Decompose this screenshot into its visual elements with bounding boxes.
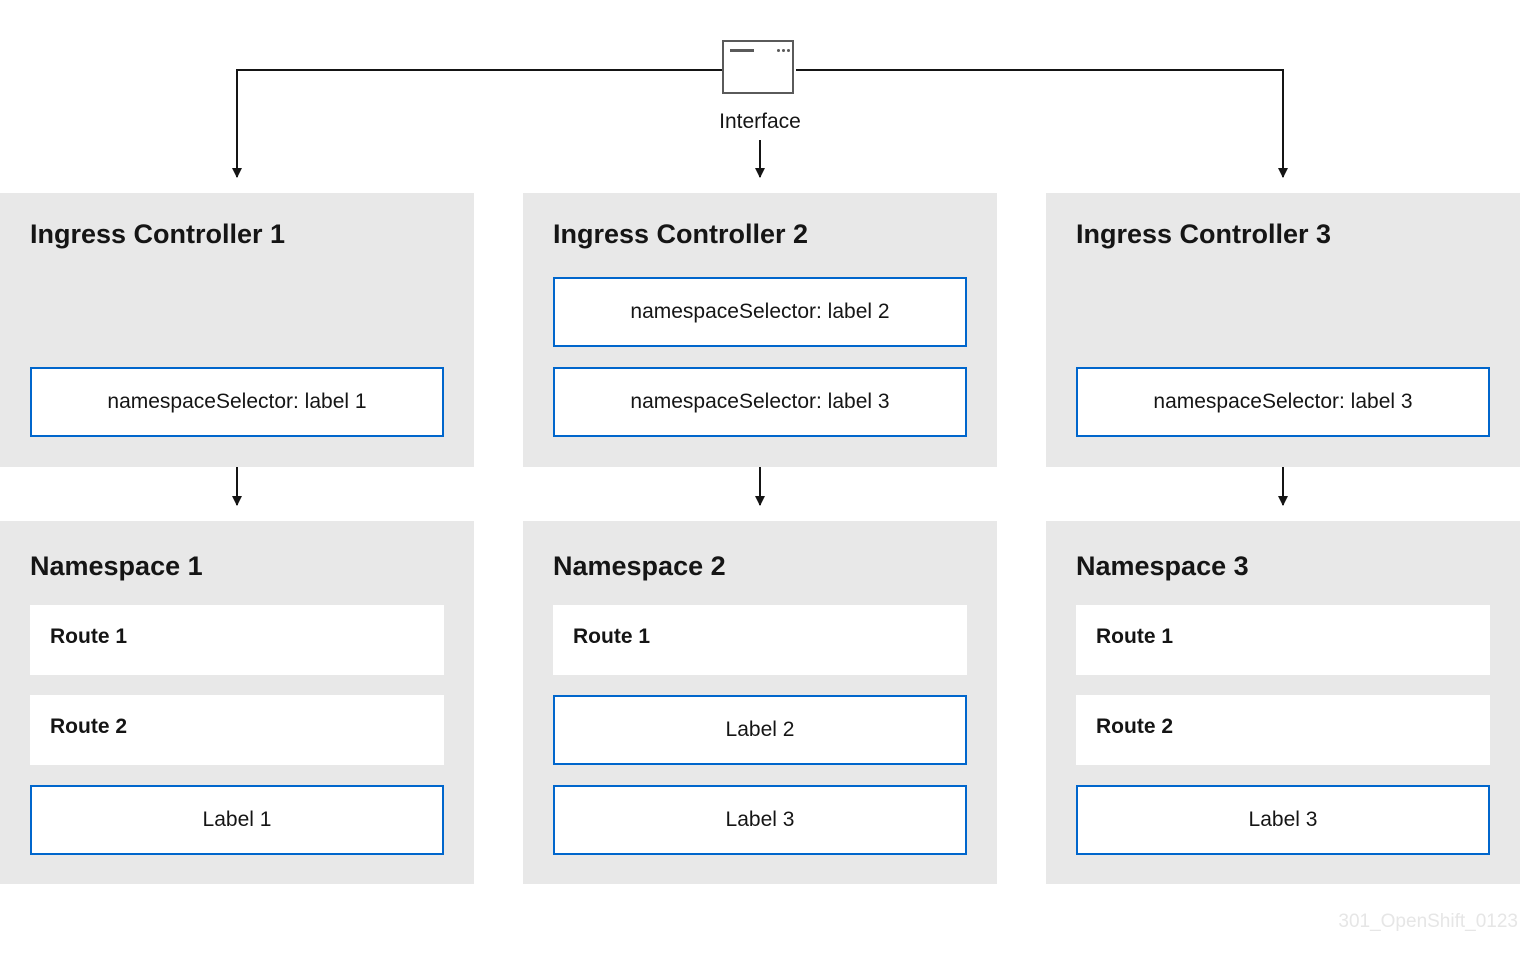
window-title-bar: [730, 49, 754, 52]
window-dot: [777, 49, 780, 52]
window-dot: [787, 49, 790, 52]
ingress-controller-1-panel: Ingress Controller 1 namespaceSelector: …: [0, 193, 474, 467]
namespace-selector-text: namespaceSelector: label 1: [107, 390, 367, 413]
label-text: Label 3: [1248, 808, 1318, 831]
namespace-2-panel: Namespace 2 Route 1 Label 2 Label 3: [523, 521, 997, 884]
namespace-selector-box: namespaceSelector: label 2: [553, 277, 967, 347]
label-text: Label 3: [725, 808, 795, 831]
namespace-selector-box: namespaceSelector: label 3: [1076, 367, 1490, 437]
route-name: Route 1: [573, 625, 651, 648]
label-text: Label 2: [725, 718, 795, 741]
route-name: Route 1: [1096, 625, 1174, 648]
route-name: Route 2: [50, 715, 128, 738]
route-name: Route 1: [50, 625, 128, 648]
label-box: Label 2: [553, 695, 967, 765]
route-box: Route 2: [30, 695, 444, 765]
route-box: Route 1: [553, 605, 967, 675]
image-id-watermark: 301_OpenShift_0123: [1338, 911, 1518, 932]
route-box: Route 1: [30, 605, 444, 675]
ingress-controller-2-title: Ingress Controller 2: [553, 219, 809, 249]
ingress-controller-3-panel: Ingress Controller 3 namespaceSelector: …: [1046, 193, 1520, 467]
route-box: Route 2: [1076, 695, 1490, 765]
label-box: Label 1: [30, 785, 444, 855]
window-icon: [722, 40, 794, 94]
namespace-selector-text: namespaceSelector: label 3: [1153, 390, 1413, 413]
route-box: Route 1: [1076, 605, 1490, 675]
connector-interface-to-controller-1: [232, 69, 722, 178]
namespace-selector-text: namespaceSelector: label 2: [630, 300, 890, 323]
ingress-controller-3-title: Ingress Controller 3: [1076, 219, 1332, 249]
namespace-2-title: Namespace 2: [553, 551, 726, 581]
namespace-1-title: Namespace 1: [30, 551, 203, 581]
label-text: Label 1: [202, 808, 272, 831]
interface-label: Interface: [719, 110, 801, 133]
label-box: Label 3: [1076, 785, 1490, 855]
label-box: Label 3: [553, 785, 967, 855]
window-dot: [782, 49, 785, 52]
ingress-controller-2-panel: Ingress Controller 2 namespaceSelector: …: [523, 193, 997, 467]
route-name: Route 2: [1096, 715, 1174, 738]
ingress-controller-1-title: Ingress Controller 1: [30, 219, 286, 249]
namespace-3-title: Namespace 3: [1076, 551, 1249, 581]
connector-interface-to-controller-3: [796, 69, 1288, 178]
namespace-selector-text: namespaceSelector: label 3: [630, 390, 890, 413]
namespace-selector-box: namespaceSelector: label 1: [30, 367, 444, 437]
namespace-selector-box: namespaceSelector: label 3: [553, 367, 967, 437]
namespace-1-panel: Namespace 1 Route 1 Route 2 Label 1: [0, 521, 474, 884]
namespace-3-panel: Namespace 3 Route 1 Route 2 Label 3: [1046, 521, 1520, 884]
